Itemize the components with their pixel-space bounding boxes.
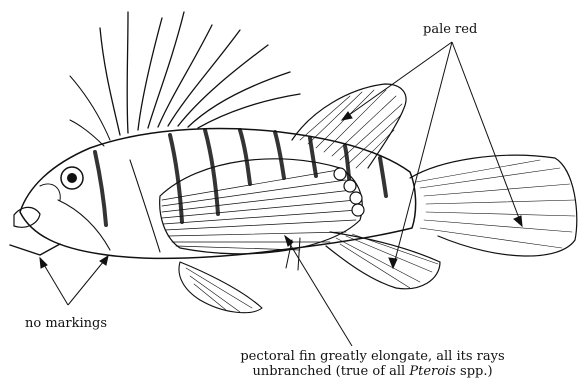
caudal-fin [410, 155, 577, 256]
anal-fin [286, 232, 440, 289]
no-markings-label: no markings [25, 316, 107, 331]
eye [61, 167, 83, 189]
pectoral-fin-caption: pectoral fin greatly elongate, all its r… [200, 349, 545, 379]
pectoral-caption-line2: unbranched (true of all Pterois spp.) [200, 364, 545, 379]
pectoral-caption-line1: pectoral fin greatly elongate, all its r… [240, 349, 504, 364]
pectoral-fin [160, 159, 364, 254]
pectoral-caption-post: spp.) [456, 364, 493, 379]
dorsal-spines [70, 12, 300, 146]
no-markings-arrows [40, 256, 108, 305]
pelvic-fin [179, 262, 262, 313]
soft-dorsal-fin [292, 84, 406, 168]
pectoral-arrow [285, 236, 352, 346]
pectoral-caption-pre: unbranched (true of all [252, 364, 409, 379]
genus-name: Pterois [409, 364, 456, 379]
pale-red-label: pale red [423, 22, 477, 37]
fish-illustration [10, 12, 577, 313]
